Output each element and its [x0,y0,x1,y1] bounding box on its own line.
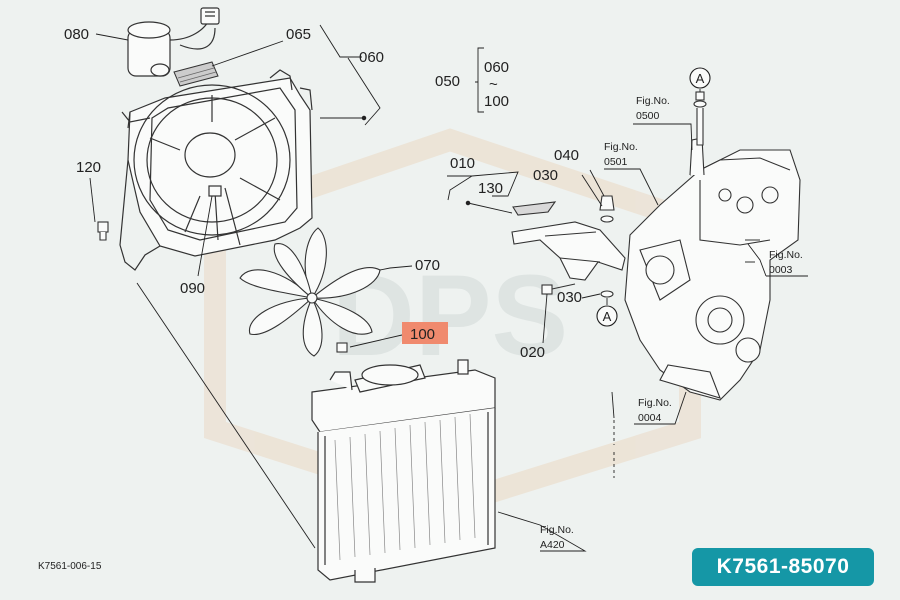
label-plate [173,61,219,87]
mount-bracket [511,201,626,281]
part-label-070: 070 [415,257,440,274]
svg-text:A: A [696,71,705,86]
part-label-010: 010 [450,155,475,172]
fan-shroud [119,69,313,271]
part-label-065: 065 [286,26,311,43]
part-label-050-range-start: 060 [484,59,509,76]
figref-a420: A420 [540,539,565,551]
part-label-060: 060 [359,49,384,66]
figref-a420-label: Fig.No. [540,524,574,536]
marker-a-bottom: A [596,305,618,327]
part-label-050-range-end: 100 [484,93,509,110]
shroud-bracket [208,185,241,246]
stud [693,91,707,146]
figref-0501: 0501 [604,156,628,168]
cooling-fan [239,227,381,357]
hardware [541,195,615,298]
fan-bolt [336,342,348,353]
engine-block [624,137,801,401]
part-numbers: 080 065 060 050 060 ~ 100 120 090 070 10… [64,26,582,361]
svg-text:A: A [603,309,612,324]
drawing-reference: K7561-006-15 [38,561,102,572]
part-label-030-bottom: 030 [557,289,582,306]
part-label-030-top: 030 [533,167,558,184]
part-label-100: 100 [410,326,435,343]
marker-a-top: A [689,67,711,89]
highlight-box [402,322,448,344]
leader-lines [89,24,808,552]
screw-120 [97,221,109,241]
part-label-050: 050 [435,73,460,90]
figref-0501-label: Fig.No. [604,141,638,153]
fan-motor [127,7,220,77]
figref-0003-label: Fig.No. [769,249,803,261]
part-label-040: 040 [554,147,579,164]
part-label-130: 130 [478,180,503,197]
part-label-050-range-sep: ~ [489,76,498,93]
part-code-badge: K7561-85070 [692,548,874,586]
figref-0500: 0500 [636,110,660,122]
figref-0004: 0004 [638,412,662,424]
figure-references: Fig.No. 0500 Fig.No. 0501 Fig.No. 0003 F… [540,95,803,551]
part-label-120: 120 [76,159,101,176]
figref-0003: 0003 [769,264,793,276]
figref-0500-label: Fig.No. [636,95,670,107]
part-label-020: 020 [520,344,545,361]
figref-0004-label: Fig.No. [638,397,672,409]
radiator [311,359,496,583]
part-label-090: 090 [180,280,205,297]
part-label-080: 080 [64,26,89,43]
